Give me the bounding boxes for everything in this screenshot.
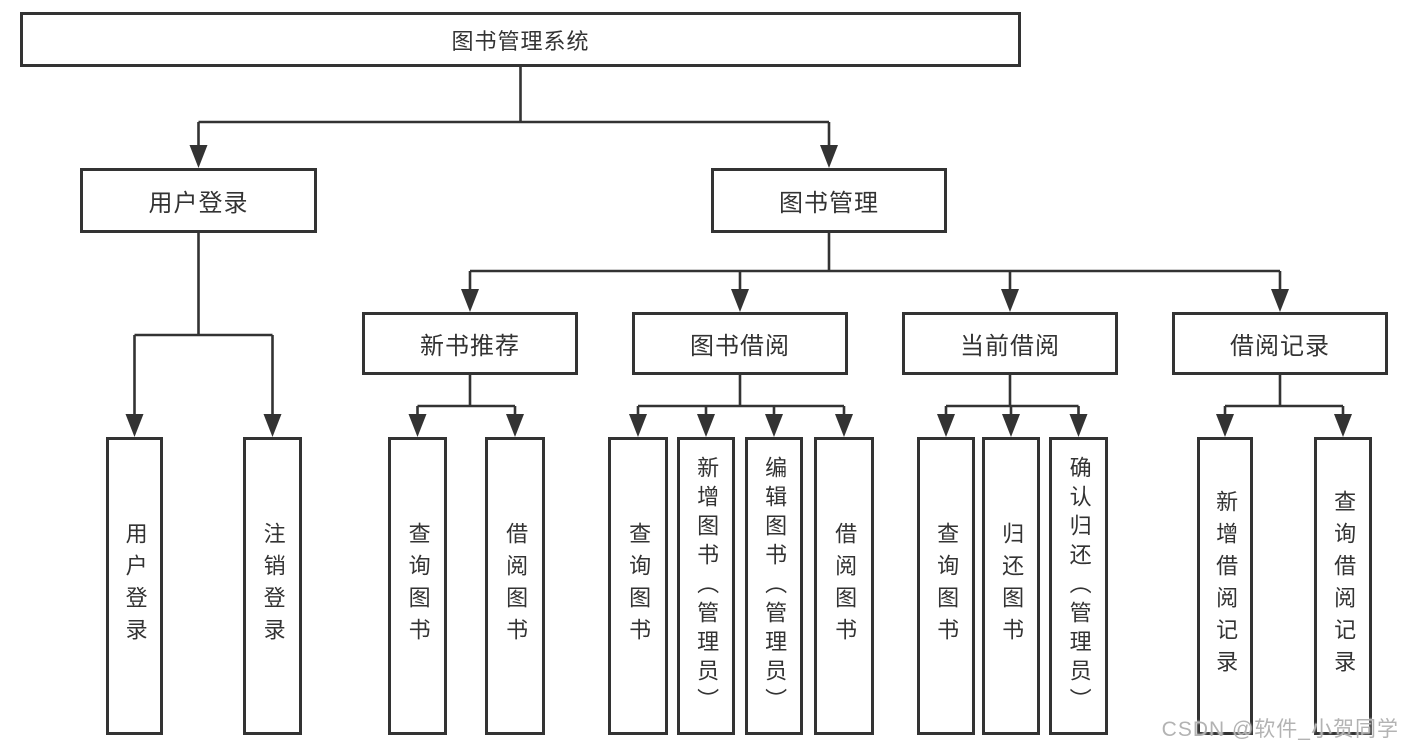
leaf-nbr-query-books: 查询图书 [388,437,447,735]
node-book-borrowing-label: 图书借阅 [690,333,790,360]
leaf-bb-query-books: 查询图书 [608,437,668,735]
leaf-user-login-label: 用户登录 [122,522,148,650]
node-book-borrowing: 图书借阅 [632,312,848,375]
node-book-management: 图书管理 [711,168,947,233]
leaf-bb-add-books-admin: 新增图书（管理员） [677,437,735,735]
node-borrowing-records-label: 借阅记录 [1230,333,1330,360]
leaf-br-query-record: 查询借阅记录 [1314,437,1372,735]
leaf-cb-query-books-label: 查询图书 [934,522,960,650]
node-new-book-recommend-label: 新书推荐 [420,333,520,360]
node-current-borrowing: 当前借阅 [902,312,1118,375]
csdn-watermark: CSDN @软件_小贺同学 [1161,718,1399,741]
leaf-br-query-record-label: 查询借阅记录 [1331,490,1357,682]
leaf-cb-confirm-return-admin-label: 确认归还（管理员） [1066,455,1092,717]
leaf-bb-query-books-label: 查询图书 [626,522,652,650]
leaf-bb-borrow-books-label: 借阅图书 [832,522,858,650]
node-book-management-label: 图书管理 [779,190,879,217]
leaf-nbr-query-books-label: 查询图书 [405,522,431,650]
leaf-cb-confirm-return-admin: 确认归还（管理员） [1049,437,1108,735]
arrowhead-icons [125,145,1352,437]
leaf-br-add-record: 新增借阅记录 [1197,437,1253,735]
leaf-nbr-borrow-books-label: 借阅图书 [503,522,529,650]
node-borrowing-records: 借阅记录 [1172,312,1388,375]
node-library-system-label: 图书管理系统 [451,28,590,54]
leaf-cb-return-books: 归还图书 [982,437,1040,735]
leaf-bb-edit-books-admin-label: 编辑图书（管理员） [762,455,788,717]
node-new-book-recommend: 新书推荐 [362,312,578,375]
leaf-cb-query-books: 查询图书 [917,437,975,735]
leaf-bb-edit-books-admin: 编辑图书（管理员） [745,437,803,735]
leaf-nbr-borrow-books: 借阅图书 [485,437,545,735]
leaf-logout: 注销登录 [243,437,302,735]
leaf-br-add-record-label: 新增借阅记录 [1213,490,1239,682]
leaf-cb-return-books-label: 归还图书 [999,522,1025,650]
leaf-logout-label: 注销登录 [260,522,286,650]
node-library-system: 图书管理系统 [20,12,1021,67]
node-user-login-label: 用户登录 [148,190,249,217]
leaf-bb-add-books-admin-label: 新增图书（管理员） [694,455,720,717]
node-current-borrowing-label: 当前借阅 [960,333,1060,360]
node-user-login: 用户登录 [80,168,317,233]
leaf-bb-borrow-books: 借阅图书 [814,437,874,735]
leaf-user-login: 用户登录 [106,437,163,735]
